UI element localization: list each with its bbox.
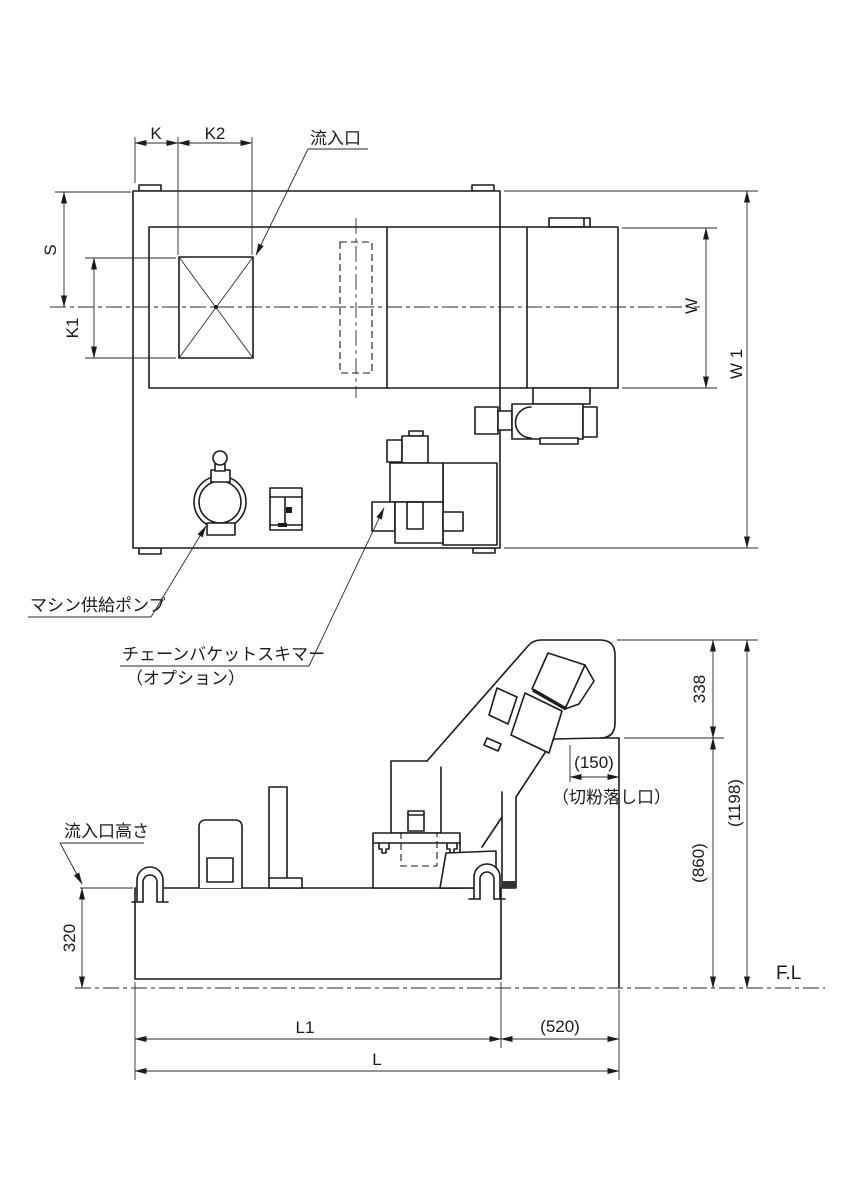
pump-label: マシン供給ポンプ <box>30 596 166 615</box>
chip-opening-label: （切粉落し口） <box>552 788 671 807</box>
guard-plate-base <box>502 881 516 888</box>
lifting-hook-left <box>131 866 169 903</box>
floor-level-label: F.L <box>776 963 801 984</box>
top-view: K K2 S K1 W W 1 流入口 マシン供給ポンプ チェーンバケットスキマ… <box>28 124 758 688</box>
dim-w1: W 1 <box>727 349 746 379</box>
top-view-dimension-lines <box>61 140 750 549</box>
inlet-box <box>178 256 254 359</box>
pump-top-view <box>193 450 247 536</box>
tank-side-view <box>134 887 502 980</box>
pump-side-view <box>198 819 243 888</box>
skimmer-label: チェーンバケットスキマー <box>122 645 325 664</box>
skimmer-callout: チェーンバケットスキマー （オプション） <box>120 507 385 688</box>
pump-callout: マシン供給ポンプ <box>28 525 207 618</box>
dim-860: (860) <box>689 843 708 883</box>
dim-l1: L1 <box>296 1018 315 1037</box>
dim-k2: K2 <box>205 124 226 143</box>
dim-320: 320 <box>60 924 79 952</box>
junction-box <box>269 487 303 531</box>
conveyor-tab <box>548 217 591 228</box>
conveyor-band <box>148 226 619 389</box>
dim-w: W <box>682 298 701 314</box>
foot-top-right <box>471 184 495 192</box>
dim-520: (520) <box>540 1017 580 1036</box>
inlet-label: 流入口 <box>310 129 361 148</box>
dim-338: 338 <box>690 675 709 703</box>
inlet-callout: 流入口 <box>255 129 368 256</box>
dim-l: L <box>372 1050 381 1069</box>
foot-top-left <box>138 184 162 192</box>
side-view-dimension-lines <box>79 639 750 1074</box>
inlet-height-callout: 流入口高さ <box>59 822 149 885</box>
dim-1198: (1198) <box>725 779 744 827</box>
skimmer-option-label: （オプション） <box>126 669 245 688</box>
dim-k: K <box>150 124 162 143</box>
skimmer-drive-side <box>372 760 461 889</box>
dim-150: (150) <box>574 753 614 772</box>
foot-bottom-left <box>138 547 162 555</box>
skimmer-drive-top <box>371 430 498 546</box>
inclined-conveyor <box>426 639 616 848</box>
level-gauge-column <box>268 786 288 881</box>
dim-s: S <box>41 244 60 255</box>
inlet-height-label: 流入口高さ <box>64 822 149 841</box>
drive-motor-assembly <box>474 387 598 445</box>
top-view-extension-lines <box>55 137 758 549</box>
side-view: F.L (150) （切粉落し口） 338 (860) (1198) <box>59 639 825 1080</box>
lifting-hook-right <box>468 863 506 900</box>
dim-k1: K1 <box>63 318 82 339</box>
